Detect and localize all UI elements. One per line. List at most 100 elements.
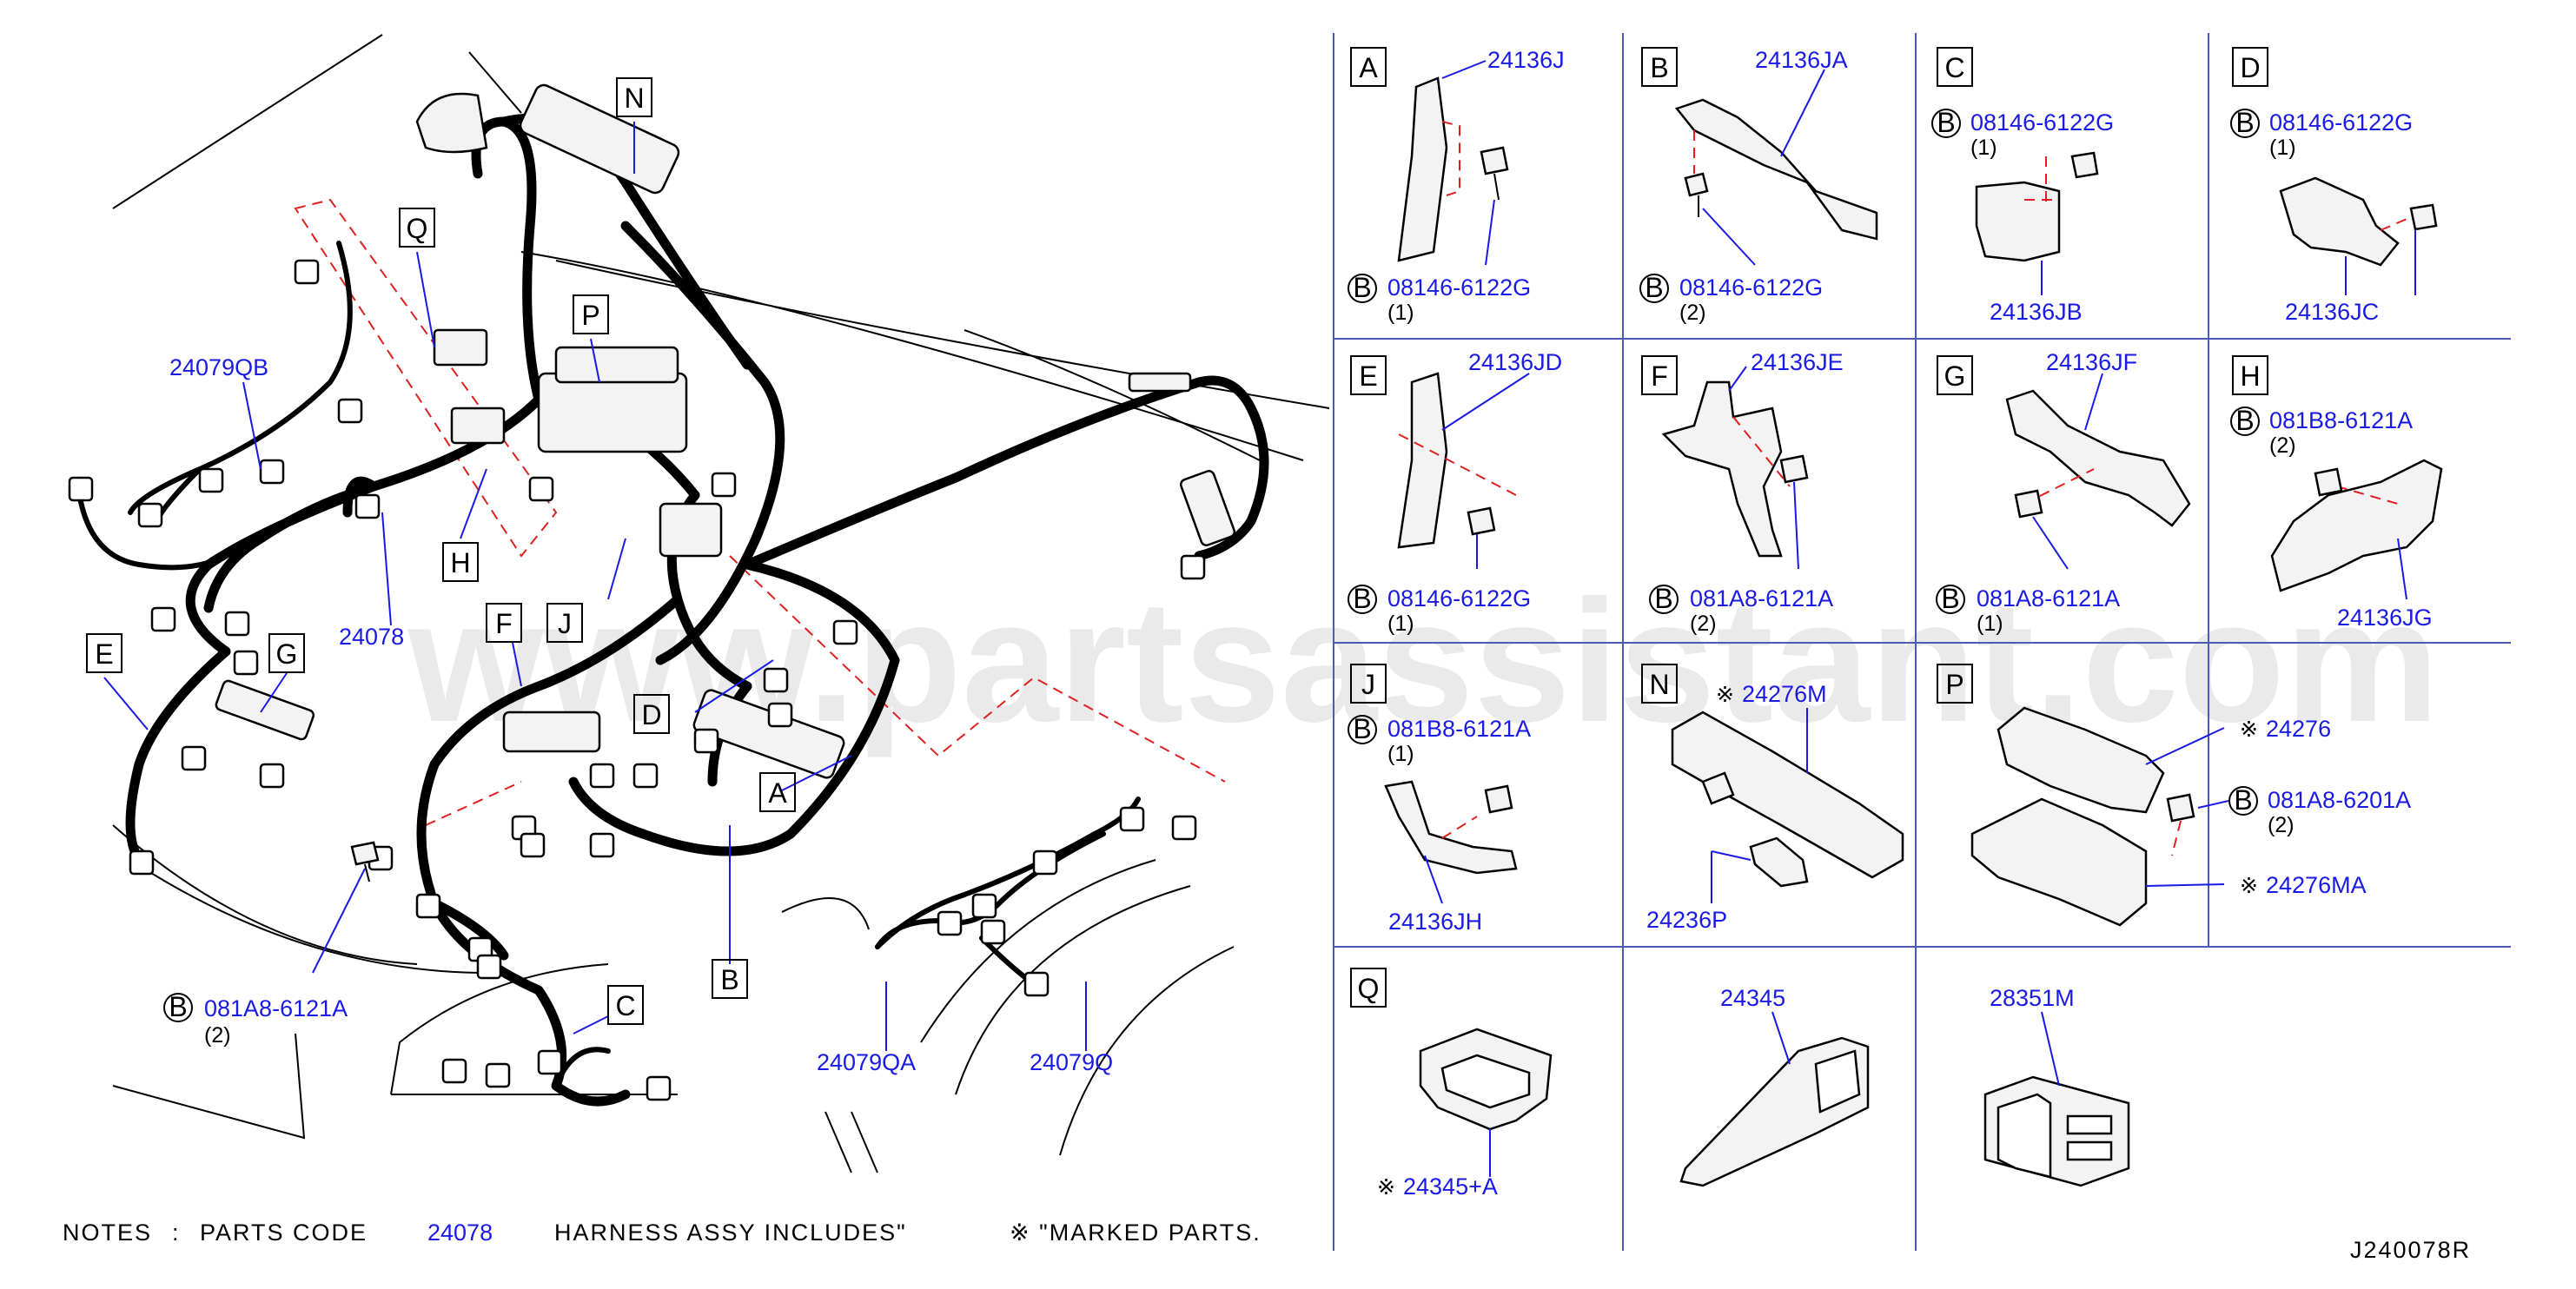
svg-text:B: B bbox=[1353, 713, 1371, 744]
svg-text:24276M: 24276M bbox=[1742, 681, 1827, 707]
svg-text:28351M: 28351M bbox=[1990, 985, 2075, 1011]
dashed-guides bbox=[294, 198, 1226, 826]
panel-28351m: 28351M bbox=[1983, 985, 2130, 1187]
svg-text:B: B bbox=[1353, 272, 1371, 303]
notes-line: NOTES : PARTS CODE 24078 HARNESS ASSY IN… bbox=[63, 1220, 1262, 1246]
panel-24345: 24345 bbox=[1679, 985, 1870, 1187]
bolt-callout-main: B 081A8-6121A (2) bbox=[163, 841, 380, 1048]
panel-grid bbox=[1333, 33, 2511, 1251]
svg-text:G: G bbox=[1944, 360, 1966, 392]
callout-c: C bbox=[607, 985, 644, 1025]
vehicle-outline bbox=[112, 34, 1330, 1173]
svg-text:B: B bbox=[1353, 583, 1371, 614]
svg-text:081A8-6121A: 081A8-6121A bbox=[1977, 585, 2120, 611]
svg-text:※: ※ bbox=[2240, 874, 2258, 898]
svg-text:24236P: 24236P bbox=[1646, 907, 1727, 933]
svg-text:(2): (2) bbox=[1679, 301, 1706, 325]
svg-text:(1): (1) bbox=[1977, 611, 2003, 636]
svg-text:24276: 24276 bbox=[2266, 716, 2331, 742]
panel-g: G 24136JF B 081A8-6121A (1) bbox=[1936, 349, 2191, 636]
svg-text:※ "MARKED PARTS.: ※ "MARKED PARTS. bbox=[1010, 1220, 1262, 1246]
svg-text:081B8-6121A: 081B8-6121A bbox=[1387, 716, 1531, 742]
svg-text:081A8-6121A: 081A8-6121A bbox=[204, 995, 348, 1021]
label-24079qb: 24079QB bbox=[169, 354, 268, 380]
svg-text:(1): (1) bbox=[2269, 136, 2296, 160]
svg-text:(2): (2) bbox=[204, 1023, 231, 1048]
callout-leaders bbox=[103, 122, 1087, 1051]
svg-text:J: J bbox=[1361, 669, 1375, 700]
label-24078: 24078 bbox=[339, 624, 404, 650]
svg-text:C: C bbox=[1944, 52, 1964, 83]
svg-text:08146-6122G: 08146-6122G bbox=[1387, 274, 1531, 301]
callout-g: G bbox=[268, 633, 305, 673]
svg-text:24136JE: 24136JE bbox=[1751, 349, 1844, 375]
svg-text::: : bbox=[172, 1220, 181, 1246]
panel-a: A 24136J B 08146-6122G (1) bbox=[1348, 47, 1565, 325]
svg-text:24136JF: 24136JF bbox=[2046, 349, 2137, 375]
svg-text:H: H bbox=[450, 547, 470, 578]
svg-text:24136JB: 24136JB bbox=[1990, 299, 2083, 325]
panel-e: E 24136JD B 08146-6122G (1) bbox=[1348, 349, 1562, 636]
svg-text:C: C bbox=[615, 990, 635, 1021]
svg-text:HARNESS ASSY INCLUDES": HARNESS ASSY INCLUDES" bbox=[554, 1220, 907, 1246]
svg-text:(2): (2) bbox=[2268, 813, 2295, 837]
svg-text:※: ※ bbox=[1377, 1175, 1395, 1200]
callout-f: F bbox=[486, 603, 522, 643]
svg-text:24136JH: 24136JH bbox=[1388, 909, 1482, 935]
callout-q: Q bbox=[399, 208, 435, 248]
panel-n: N ※ 24276M 24236P bbox=[1641, 664, 1904, 933]
svg-text:24276MA: 24276MA bbox=[2266, 872, 2367, 898]
svg-text:B: B bbox=[1937, 107, 1955, 138]
callout-p: P bbox=[573, 294, 609, 334]
svg-text:D: D bbox=[641, 699, 661, 730]
svg-text:24136JA: 24136JA bbox=[1755, 47, 1848, 73]
svg-text:081A8-6121A: 081A8-6121A bbox=[1690, 585, 1833, 611]
svg-text:(1): (1) bbox=[1387, 611, 1414, 636]
label-24079qa: 24079QA bbox=[817, 1049, 916, 1075]
callout-n: N bbox=[616, 77, 652, 117]
svg-text:08146-6122G: 08146-6122G bbox=[1679, 274, 1823, 301]
svg-text:Q: Q bbox=[1358, 973, 1380, 1004]
svg-text:24345: 24345 bbox=[1720, 985, 1785, 1011]
svg-text:08146-6122G: 08146-6122G bbox=[1387, 585, 1531, 611]
svg-text:08146-6122G: 08146-6122G bbox=[2269, 109, 2413, 136]
svg-text:Q: Q bbox=[407, 213, 428, 244]
svg-text:N: N bbox=[1649, 669, 1669, 700]
svg-text:B: B bbox=[1654, 583, 1672, 614]
panel-f: F 24136JE B 081A8-6121A (2) bbox=[1641, 349, 1844, 636]
svg-text:B: B bbox=[169, 991, 187, 1022]
callout-j: J bbox=[546, 603, 583, 643]
svg-text:B: B bbox=[2234, 784, 2252, 816]
svg-text:24078: 24078 bbox=[427, 1220, 493, 1246]
svg-text:F: F bbox=[1651, 360, 1668, 392]
svg-text:E: E bbox=[95, 638, 113, 670]
svg-text:E: E bbox=[1359, 360, 1377, 392]
callout-b: B bbox=[712, 959, 748, 999]
svg-text:B: B bbox=[1941, 583, 1959, 614]
panel-h: H B 081B8-6121A (2) 24136JG bbox=[2230, 355, 2443, 631]
svg-text:24136JD: 24136JD bbox=[1468, 349, 1562, 375]
svg-text:(1): (1) bbox=[1970, 136, 1997, 160]
svg-text:P: P bbox=[581, 300, 599, 331]
svg-text:N: N bbox=[624, 83, 644, 114]
panel-j: J B 081B8-6121A (1) 24136JH bbox=[1348, 664, 1531, 935]
svg-text:24136JC: 24136JC bbox=[2285, 299, 2379, 325]
connectors bbox=[68, 259, 1206, 1101]
svg-text:B: B bbox=[1645, 272, 1663, 303]
svg-text:24136J: 24136J bbox=[1487, 47, 1565, 73]
panel-d: D B 08146-6122G (1) 24136JC bbox=[2230, 47, 2438, 325]
svg-text:D: D bbox=[2240, 52, 2260, 83]
svg-text:※: ※ bbox=[1716, 683, 1734, 707]
svg-text:P: P bbox=[1945, 669, 1963, 700]
svg-text:(2): (2) bbox=[1690, 611, 1717, 636]
svg-text:F: F bbox=[495, 608, 513, 639]
svg-text:24136JG: 24136JG bbox=[2337, 605, 2433, 631]
panel-q: Q ※ 24345+A bbox=[1350, 968, 1553, 1200]
svg-text:B: B bbox=[1650, 52, 1668, 83]
svg-text:B: B bbox=[2235, 405, 2254, 436]
svg-text:A: A bbox=[768, 777, 787, 809]
callout-d: D bbox=[633, 694, 670, 734]
panel-c: C B 08146-6122G (1) 24136JB bbox=[1931, 47, 2114, 325]
harness-components bbox=[215, 83, 1236, 779]
